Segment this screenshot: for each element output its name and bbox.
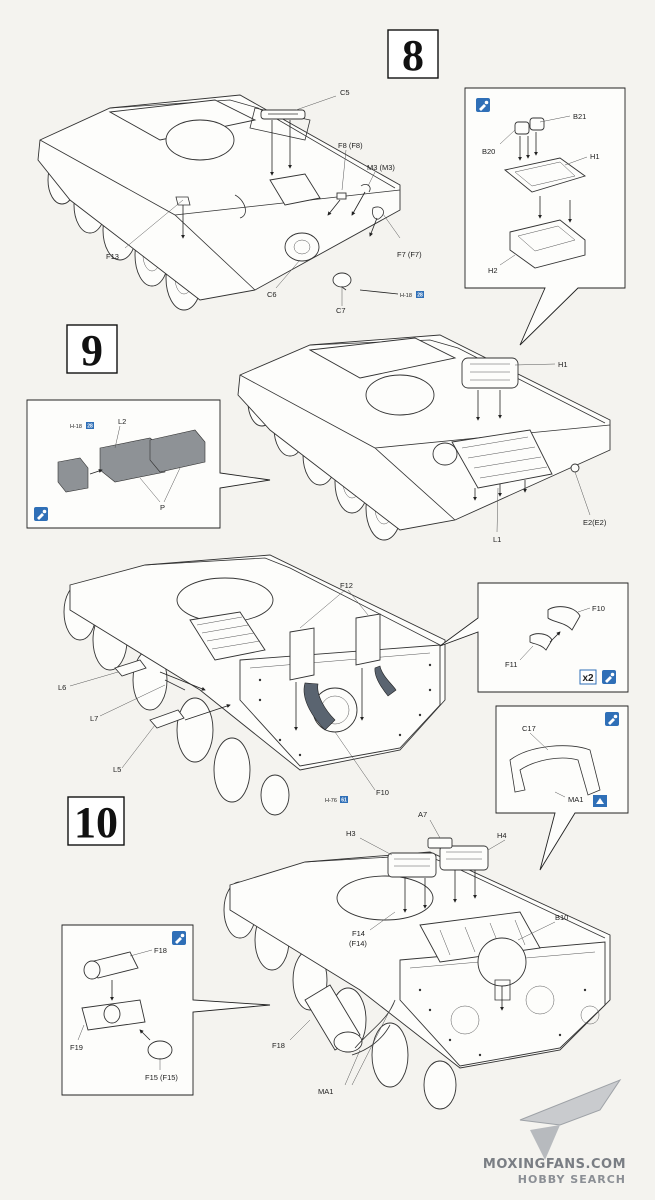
- label-f12: F12: [340, 581, 353, 590]
- step-9-tank-hull: H1 L1 E2(E2): [237, 334, 611, 544]
- rivets: [258, 663, 432, 757]
- glue-icon: [172, 931, 186, 945]
- watermark-line1: MOXINGFANS.COM: [483, 1157, 626, 1172]
- label-f10-callout: F10: [592, 604, 605, 613]
- label-l2: L2: [118, 417, 126, 426]
- label-ma1-step10: MA1: [318, 1087, 333, 1096]
- label-ma1-callout: MA1: [568, 795, 583, 804]
- step-9-number: 9: [81, 326, 103, 375]
- label-c17: C17: [522, 724, 536, 733]
- label-h18-step9: H-18: [70, 424, 82, 430]
- label-x2: x2: [582, 673, 594, 684]
- label-h76: H-76: [325, 798, 337, 804]
- callout-f10-f11: F10 F11 x2: [439, 582, 629, 693]
- h76-badge: [340, 796, 348, 803]
- label-f18-callout: F18: [154, 946, 167, 955]
- label-l7: L7: [90, 714, 98, 723]
- label-f15: F15 (F15): [145, 1073, 178, 1082]
- glue-icon: [605, 712, 619, 726]
- label-f8: F8 (F8): [338, 141, 363, 150]
- label-h3: H3: [346, 829, 356, 838]
- label-f18-step10: F18: [272, 1041, 285, 1050]
- callout-c17: C17 MA1: [495, 705, 629, 871]
- label-h1-step9: H1: [558, 360, 568, 369]
- label-f11: F11: [505, 660, 517, 669]
- label-f19: F19: [70, 1043, 83, 1052]
- label-f7: F7 (F7): [397, 250, 422, 259]
- h18-badge-step9-text: 28: [87, 424, 93, 430]
- label-b20: B20: [482, 147, 495, 156]
- label-h1-callout: H1: [590, 152, 600, 161]
- step-9-rear-tank: F12 L6 L7 L5 F10 H-76 61: [58, 554, 446, 816]
- label-c7: C7: [336, 306, 346, 315]
- paper-plane-logo: [519, 1078, 622, 1126]
- step-10-box: 10: [67, 796, 125, 847]
- label-f14-paren: (F14): [349, 939, 367, 948]
- step-10-number: 10: [74, 798, 118, 847]
- label-b21: B21: [573, 112, 586, 121]
- label-f14: F14: [352, 929, 365, 938]
- label-b10: B10: [555, 913, 568, 922]
- step-9-box: 9: [66, 324, 118, 375]
- callout-step8-detail: B21 B20 H1 H2: [464, 87, 626, 346]
- label-e2: E2(E2): [583, 518, 607, 527]
- label-h2: H2: [488, 266, 498, 275]
- label-a7: A7: [418, 810, 427, 819]
- glue-icon: [602, 670, 616, 684]
- label-l1: L1: [493, 535, 501, 544]
- label-p: P: [160, 503, 165, 512]
- label-h4: H4: [497, 831, 507, 840]
- label-l6: L6: [58, 683, 66, 692]
- step-8-tank-hull: [37, 94, 401, 311]
- label-f13: F13: [106, 252, 119, 261]
- rivets-step10: [418, 988, 587, 1057]
- watermark: MOXINGFANS.COM HOBBY SEARCH: [483, 1078, 626, 1186]
- h18-badge-step8-text: 28: [417, 293, 423, 299]
- h76-badge-text: 61: [341, 798, 347, 804]
- watermark-line2: HOBBY SEARCH: [518, 1173, 626, 1186]
- label-c5: C5: [340, 88, 350, 97]
- label-m3: M3 (M3): [367, 163, 395, 172]
- label-h18-step8: H-18: [400, 293, 412, 299]
- paper-plane-tail: [530, 1125, 560, 1160]
- glue-icon: [476, 98, 490, 112]
- label-c6: C6: [267, 290, 277, 299]
- step-10-tank-hull: H3 A7 H4 F14 (F14) B10 F18 MA1: [223, 810, 611, 1110]
- label-l5: L5: [113, 765, 121, 774]
- step-8-labels: C5 F8 (F8) M3 (M3) F13 C6 C7 F7 (F7) H-1…: [106, 88, 424, 315]
- callout-step10-f18: F18 F19 F15 (F15): [61, 924, 271, 1096]
- h18-badge-step9: [86, 422, 94, 429]
- step-8-number: 8: [402, 31, 424, 80]
- x2-badge: [579, 669, 597, 685]
- label-f10-step9b: F10: [376, 788, 389, 797]
- glue-icon: [34, 507, 48, 521]
- callout-step9-tracks: H-18 28 L2 P: [26, 399, 271, 529]
- step-8-box: 8: [387, 29, 439, 80]
- h18-badge-step8: [416, 291, 424, 298]
